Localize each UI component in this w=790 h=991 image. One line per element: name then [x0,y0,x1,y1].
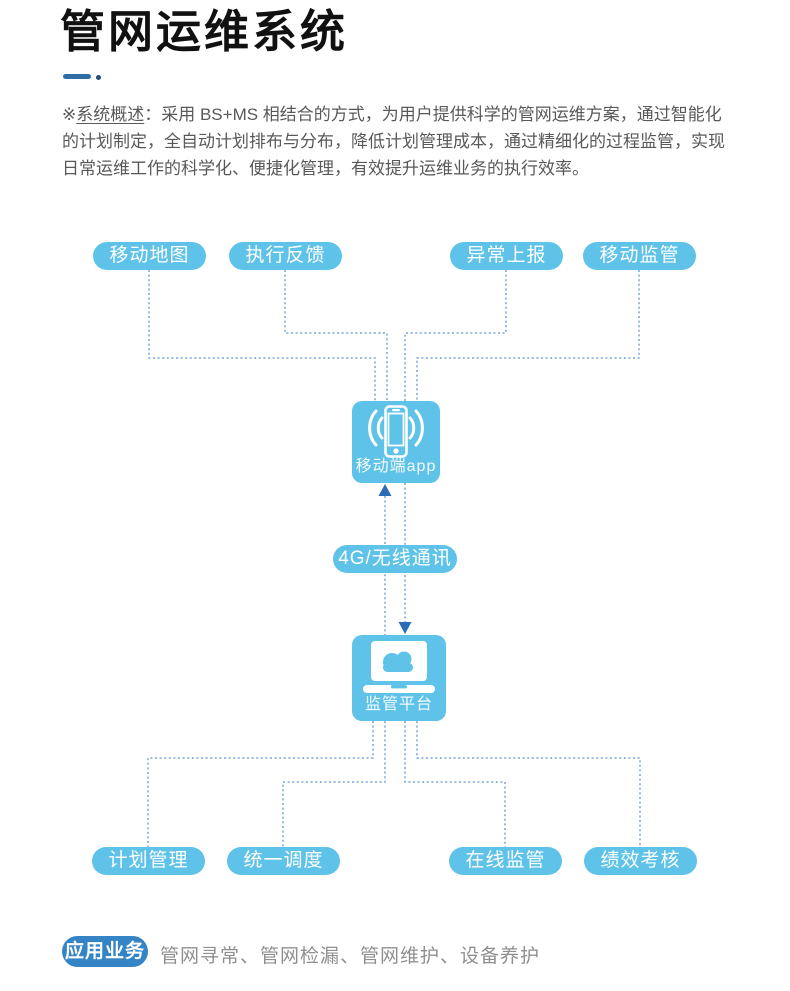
mobile-app-label: 移动端app [355,458,437,475]
phone-icon [368,405,424,458]
wire-mobile-supervision [416,270,640,401]
down-arrow-icon [398,622,412,634]
sound-wave-left-outer [368,409,378,447]
node-online-monitoring: 在线监管 [449,847,562,875]
sound-wave-right-inner [408,416,416,440]
up-arrow-icon [378,484,392,496]
title-accent-dot [96,75,101,80]
overview-label: 系统概述 [76,105,145,124]
application-business-list: 管网寻常、管网检漏、管网维护、设备养护 [160,946,541,967]
application-business-badge: 应用业务 [62,936,148,967]
laptop-base [363,685,435,693]
sound-wave-right-outer [414,409,424,447]
platform-label: 监管平台 [364,696,433,713]
laptop-icon [363,641,435,693]
wire-execution-feedback [284,270,388,401]
mobile-app-box: 移动端app [352,401,440,483]
overview-marker: ※ [62,105,77,124]
cloud-icon [383,651,413,672]
phone-body [384,405,408,458]
title-accent-dash [63,74,91,79]
phone-screen [387,412,405,447]
wire-anomaly-report [404,270,507,401]
node-unified-dispatch: 统一调度 [227,847,340,875]
laptop-base-notch [391,685,407,689]
sound-wave-left-inner [376,416,384,440]
system-overview-paragraph: ※系统概述：采用 BS+MS 相结合的方式，为用户提供科学的管网运维方案，通过智… [62,101,734,182]
node-mobile-map: 移动地图 [93,242,206,270]
node-mobile-supervision: 移动监管 [583,242,696,270]
node-execution-feedback: 执行反馈 [229,242,342,270]
page-title: 管网运维系统 [60,6,349,57]
phone-home-button [393,448,399,454]
overview-separator: ： [144,105,162,124]
wire-unified-dispatch [282,721,386,847]
node-plan-management: 计划管理 [92,847,205,875]
link-label-4g: 4G/无线通讯 [333,545,457,573]
wire-mobile-map [148,270,376,401]
wire-performance-assessment [416,721,641,847]
wire-online-monitoring [404,721,506,847]
node-anomaly-report: 异常上报 [450,242,563,270]
overview-text: 采用 BS+MS 相结合的方式，为用户提供科学的管网运维方案，通过智能化的计划制… [62,105,725,178]
phone-speaker [392,409,400,412]
platform-box: 监管平台 [352,635,446,721]
wire-plan-management [147,721,374,847]
node-performance-assessment: 绩效考核 [584,847,697,875]
